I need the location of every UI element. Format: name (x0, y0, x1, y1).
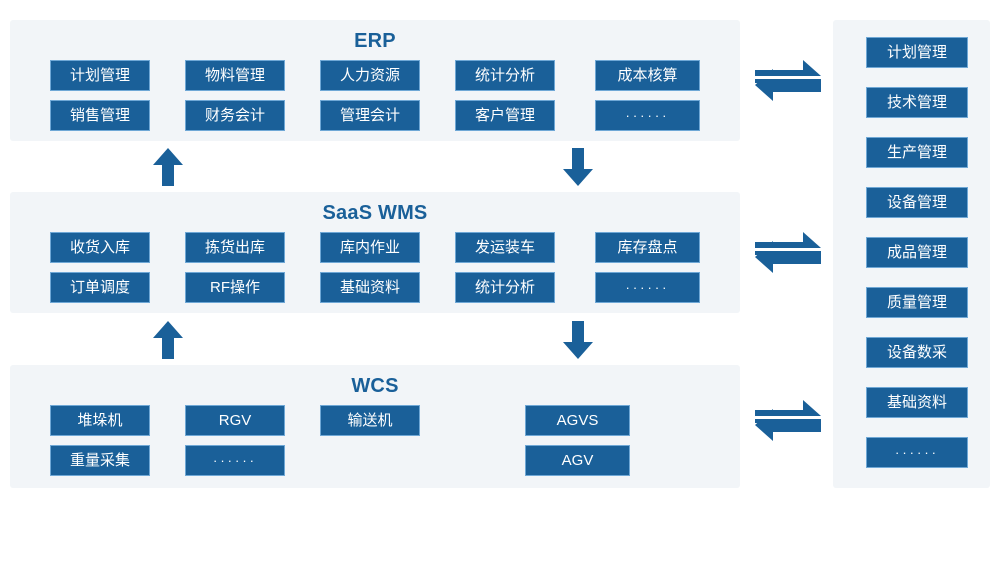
module-box[interactable]: 财务会计 (185, 100, 285, 131)
up-arrow-icon-erp-wms (152, 148, 184, 186)
module-box[interactable]: 订单调度 (50, 272, 150, 303)
module-box[interactable]: 拣货出库 (185, 232, 285, 263)
section-title-wms: SaaS WMS (322, 202, 428, 224)
module-box[interactable]: 物料管理 (185, 60, 285, 91)
module-box[interactable]: 库存盘点 (595, 232, 700, 263)
up-arrow-icon-wms-wcs (152, 321, 184, 359)
bidirectional-arrow-icon-erp (753, 57, 823, 102)
section-title-wcs: WCS (351, 375, 399, 397)
module-box[interactable]: 销售管理 (50, 100, 150, 131)
module-box[interactable]: 计划管理 (50, 60, 150, 91)
module-box[interactable]: 管理会计 (320, 100, 420, 131)
module-box[interactable]: 人力资源 (320, 60, 420, 91)
section-title-erp: ERP (354, 30, 396, 52)
sidebar-item[interactable]: 成品管理 (866, 237, 968, 268)
down-arrow-icon-erp-wms (562, 148, 594, 186)
module-box-ellipsis[interactable]: ······ (595, 100, 700, 131)
section-panel-erp: ERP 计划管理 物料管理 人力资源 统计分析 成本核算 销售管理 财务会计 管… (10, 20, 740, 141)
module-box[interactable]: RGV (185, 405, 285, 436)
sidebar-item[interactable]: 生产管理 (866, 137, 968, 168)
section-panel-wms: SaaS WMS 收货入库 拣货出库 库内作业 发运装车 库存盘点 订单调度 R… (10, 192, 740, 313)
module-box[interactable]: 基础资料 (320, 272, 420, 303)
down-arrow-icon-wms-wcs (562, 321, 594, 359)
module-box[interactable]: 堆垛机 (50, 405, 150, 436)
module-box[interactable]: 发运装车 (455, 232, 555, 263)
sidebar-item[interactable]: 设备数采 (866, 337, 968, 368)
sidebar-item-ellipsis[interactable]: ······ (866, 437, 968, 468)
sidebar-item[interactable]: 技术管理 (866, 87, 968, 118)
module-box[interactable]: 重量采集 (50, 445, 150, 476)
module-box[interactable]: 输送机 (320, 405, 420, 436)
bidirectional-arrow-icon-wms (753, 229, 823, 274)
module-box[interactable]: RF操作 (185, 272, 285, 303)
module-box[interactable]: 收货入库 (50, 232, 150, 263)
module-box[interactable]: AGVS (525, 405, 630, 436)
module-box-ellipsis[interactable]: ······ (185, 445, 285, 476)
section-panel-wcs: WCS 堆垛机 RGV 输送机 AGVS 重量采集 ······ AGV (10, 365, 740, 488)
sidebar-item[interactable]: 质量管理 (866, 287, 968, 318)
module-box[interactable]: 成本核算 (595, 60, 700, 91)
sidebar-item[interactable]: 设备管理 (866, 187, 968, 218)
module-box[interactable]: AGV (525, 445, 630, 476)
module-box[interactable]: 统计分析 (455, 272, 555, 303)
module-box[interactable]: 统计分析 (455, 60, 555, 91)
module-box[interactable]: 库内作业 (320, 232, 420, 263)
module-box[interactable]: 客户管理 (455, 100, 555, 131)
module-box-ellipsis[interactable]: ······ (595, 272, 700, 303)
bidirectional-arrow-icon-wcs (753, 397, 823, 442)
sidebar-item[interactable]: 基础资料 (866, 387, 968, 418)
sidebar-panel: 计划管理 技术管理 生产管理 设备管理 成品管理 质量管理 设备数采 基础资料 … (833, 20, 990, 488)
sidebar-item[interactable]: 计划管理 (866, 37, 968, 68)
